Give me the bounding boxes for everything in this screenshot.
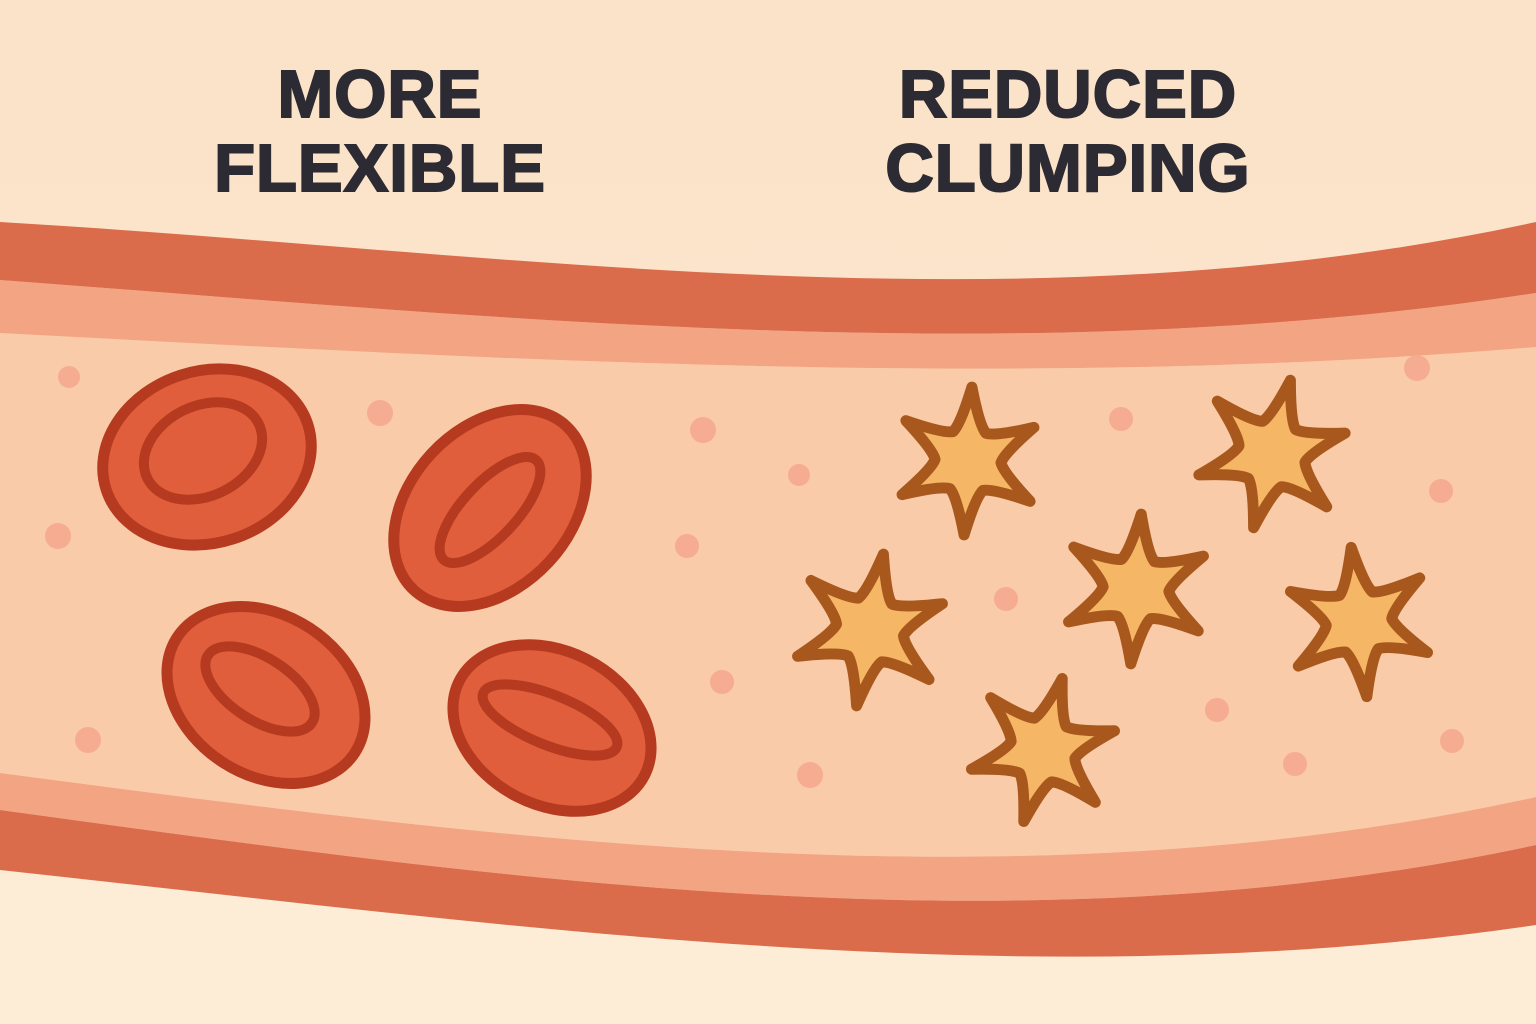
plasma-dot (1283, 752, 1307, 776)
red-blood-cell-dimple-ring (434, 451, 546, 569)
vessel-wall-top-inner-layer (0, 280, 1536, 369)
plasma-dot (690, 417, 716, 443)
plasma-dot (797, 762, 823, 788)
left-title-line-2: FLEXIBLE (213, 131, 546, 207)
platelet (1285, 541, 1433, 703)
right-section-title: REDUCED CLUMPING (884, 57, 1251, 207)
plasma-dot (710, 670, 734, 694)
vessel-wall-top-outer-layer (0, 222, 1536, 334)
red-blood-cell (388, 404, 592, 612)
left-title-line-1: MORE (276, 57, 483, 133)
red-blood-cell (97, 363, 317, 551)
left-section-title: MORE FLEXIBLE (213, 57, 546, 207)
platelet (1193, 374, 1351, 534)
right-title-line-2: CLUMPING (884, 131, 1251, 207)
vessel-lumen (0, 333, 1536, 857)
plasma-dot (1205, 698, 1229, 722)
plasma-dot (1429, 479, 1453, 503)
vessel-contents (45, 355, 1464, 827)
red-blood-cell-body (97, 363, 317, 551)
plasma-dot (675, 534, 699, 558)
plasma-dot (45, 523, 71, 549)
platelet (792, 548, 948, 712)
vessel-wall-bottom-outer-layer (0, 810, 1536, 957)
red-blood-cell-dimple-ring (200, 641, 320, 737)
plasma-dot (75, 727, 101, 753)
plasma-dot (58, 366, 80, 388)
plasma-dot (994, 587, 1018, 611)
red-blood-cell-dimple-ring (138, 397, 268, 505)
red-blood-cell (161, 600, 371, 790)
platelet (896, 381, 1040, 541)
red-blood-cell-dimple-ring (477, 679, 623, 761)
plasma-dot (367, 400, 393, 426)
red-blood-cell (447, 639, 657, 817)
platelet (966, 673, 1120, 827)
vessel-wall-bottom-inner-layer (0, 773, 1536, 901)
plasma-dot (1404, 355, 1430, 381)
platelet (1063, 508, 1209, 670)
right-title-line-1: REDUCED (898, 57, 1238, 133)
plasma-dot (788, 464, 810, 486)
plasma-dot (1109, 407, 1133, 431)
plasma-dot (1440, 729, 1464, 753)
